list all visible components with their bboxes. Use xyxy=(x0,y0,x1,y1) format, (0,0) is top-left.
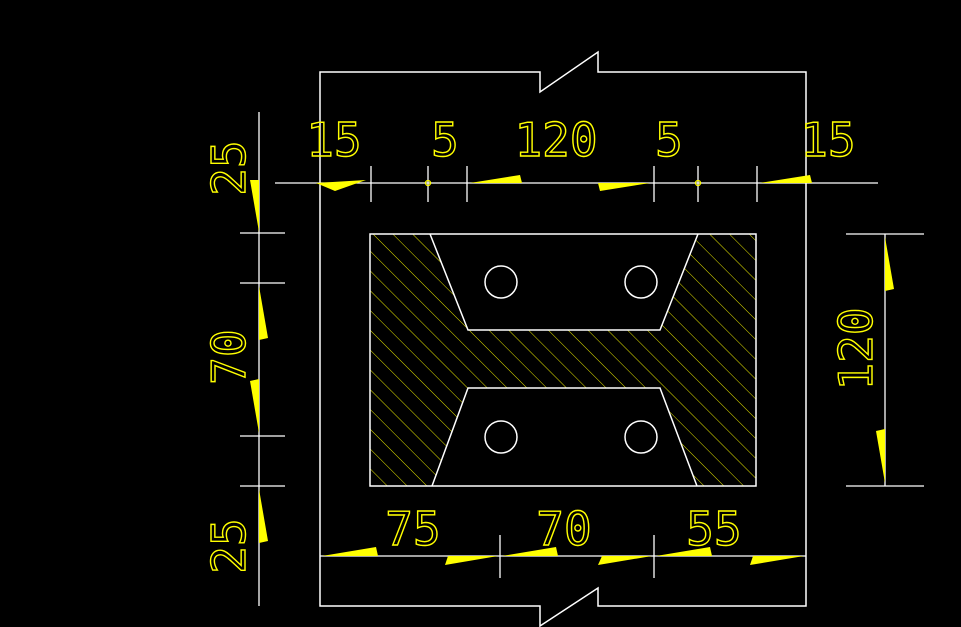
circle-hole-icon xyxy=(624,420,658,454)
dimension-labels: 15 5 120 5 15 75 70 55 25 70 25 120 xyxy=(201,112,883,574)
left-dimension-chain xyxy=(240,112,285,606)
top-dimension-chain xyxy=(275,166,878,202)
outer-frame xyxy=(319,50,807,627)
upper-cavity-outline xyxy=(429,233,699,331)
top-dim-label-4: 5 xyxy=(655,113,683,167)
top-dim-label-2: 5 xyxy=(431,113,459,167)
circle-hole-icon xyxy=(484,420,518,454)
right-dimension xyxy=(846,233,924,487)
right-dim-label: 120 xyxy=(829,307,883,390)
bottom-dim-label-3: 55 xyxy=(686,502,741,556)
bottom-dim-label-1: 75 xyxy=(385,502,440,556)
bottom-dim-label-2: 70 xyxy=(536,502,591,556)
lower-cavity-outline xyxy=(431,387,698,487)
hatch-fill xyxy=(370,234,756,486)
circle-hole-icon xyxy=(484,265,518,299)
bottom-dimension-chain xyxy=(320,535,806,578)
circle-hole-icon xyxy=(624,265,658,299)
top-dim-label-3: 120 xyxy=(514,113,597,167)
left-dim-label-1: 25 xyxy=(202,140,256,195)
hatched-section xyxy=(369,233,757,487)
left-dim-label-3: 25 xyxy=(202,518,256,573)
top-dim-label-1: 15 xyxy=(306,113,361,167)
top-dim-label-5: 15 xyxy=(800,113,855,167)
section-outline xyxy=(369,233,757,487)
left-dim-label-2: 70 xyxy=(202,329,256,384)
